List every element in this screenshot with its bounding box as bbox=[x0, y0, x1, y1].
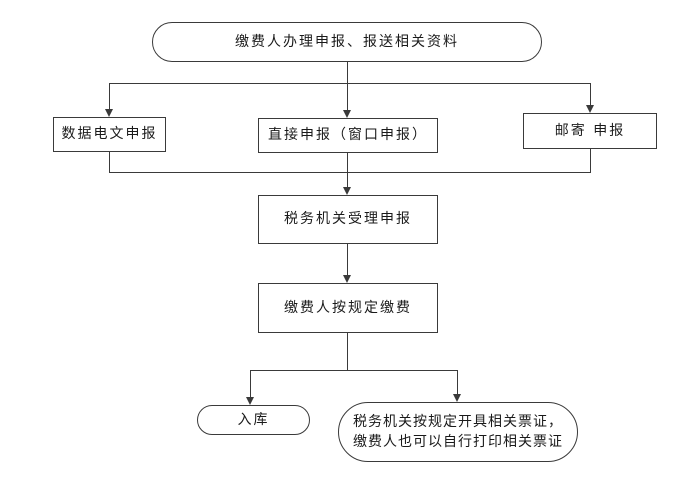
connector-electronic-to-bus bbox=[109, 152, 110, 173]
arrow-down-receipt-icon bbox=[453, 394, 461, 402]
node-treasury-label: 入库 bbox=[237, 411, 270, 428]
arrow-down-mail-icon bbox=[586, 105, 594, 113]
arrow-down-direct-icon bbox=[343, 110, 351, 118]
arrow-down-accept-icon bbox=[343, 187, 351, 195]
node-receipt-line2: 缴费人也可以自行打印相关票证 bbox=[353, 434, 563, 450]
node-accept-label: 税务机关受理申报 bbox=[284, 211, 412, 228]
node-mail-declaration: 邮寄 申报 bbox=[523, 113, 657, 149]
connector-split-bar bbox=[250, 370, 458, 371]
node-pay-label: 缴费人按规定缴费 bbox=[284, 299, 412, 316]
connector-to-receipt bbox=[457, 370, 458, 395]
node-direct-declaration: 直接申报（窗口申报） bbox=[258, 118, 438, 153]
connector-to-treasury bbox=[250, 370, 251, 398]
node-start-declaration: 缴费人办理申报、报送相关资料 bbox=[152, 22, 542, 62]
connector-drop-electronic bbox=[109, 83, 110, 110]
node-start-label: 缴费人办理申报、报送相关资料 bbox=[235, 33, 459, 50]
connector-direct-to-accept bbox=[347, 153, 348, 188]
arrow-down-pay-icon bbox=[343, 275, 351, 283]
arrow-down-treasury-icon bbox=[246, 397, 254, 405]
connector-drop-mail bbox=[590, 83, 591, 106]
node-receipt-line1: 税务机关按规定开具相关票证， bbox=[353, 413, 563, 430]
connector-pay-stem bbox=[347, 333, 348, 370]
node-tax-authority-accept: 税务机关受理申报 bbox=[258, 195, 438, 244]
node-electronic-declaration: 数据电文申报 bbox=[53, 117, 166, 152]
node-receipt-label: 税务机关按规定开具相关票证， 缴费人也可以自行打印相关票证 bbox=[353, 412, 563, 453]
connector-merge-bar bbox=[109, 172, 591, 173]
node-payer-pays: 缴费人按规定缴费 bbox=[258, 283, 438, 333]
node-electronic-label: 数据电文申报 bbox=[61, 126, 158, 143]
connector-mail-to-bus bbox=[590, 149, 591, 173]
arrow-down-electronic-icon bbox=[105, 109, 113, 117]
connector-drop-direct bbox=[347, 83, 348, 111]
connector-accept-to-pay bbox=[347, 244, 348, 276]
connector-branch-bar-top bbox=[109, 83, 591, 84]
node-direct-label: 直接申报（窗口申报） bbox=[268, 127, 428, 144]
node-treasury-deposit: 入库 bbox=[197, 405, 310, 435]
node-mail-label: 邮寄 申报 bbox=[554, 122, 626, 139]
connector-start-stem bbox=[347, 62, 348, 83]
node-receipt-issuance: 税务机关按规定开具相关票证， 缴费人也可以自行打印相关票证 bbox=[338, 402, 578, 462]
